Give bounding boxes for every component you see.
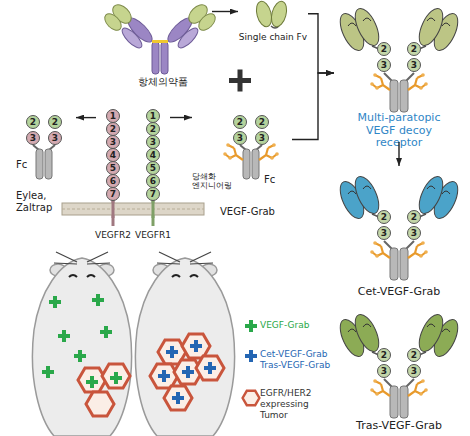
domain-number: 2: [407, 42, 421, 56]
figure-node: 항체의약품: [100, 0, 212, 92]
domain-number: 6: [146, 174, 160, 188]
domain-number: 3: [407, 226, 421, 240]
node-text: Fc: [264, 174, 288, 186]
legend-text: Cet-VEGF-Grab Tras-VEGF-Grab: [260, 349, 336, 371]
figure-node: Multi-paratopic VEGF decoy receptor: [334, 4, 464, 142]
node-text: Multi-paratopic VEGF decoy receptor: [344, 112, 454, 150]
node-text: 항체의약품: [138, 76, 212, 88]
figure-node: FcEylea, Zaltrap: [14, 112, 76, 224]
node-text: Eylea, Zaltrap: [16, 190, 74, 213]
domain-number: 2: [407, 348, 421, 362]
legend-swatch: [244, 319, 258, 333]
domain-number: 2: [255, 115, 269, 129]
domain-number: 3: [255, 131, 269, 145]
domain-number: 3: [146, 135, 160, 149]
domain-number: 2: [377, 42, 391, 56]
legend-text: EGFR/HER2 expressing Tumor: [260, 388, 336, 420]
domain-number: 6: [106, 174, 120, 188]
arrow-connector: [76, 117, 96, 118]
domain-number: 2: [48, 115, 62, 129]
domain-number: 3: [48, 131, 62, 145]
arrow-connector: [292, 73, 334, 140]
node-text: Cet-VEGF-Grab: [334, 286, 464, 299]
node-text: 당쇄화 엔지니어링: [192, 172, 240, 190]
domain-number: 4: [146, 148, 160, 162]
domain-number: 5: [106, 161, 120, 175]
arrow-connector: [398, 142, 399, 166]
domain-number: 4: [106, 148, 120, 162]
node-text: VEGF-Grab: [220, 206, 292, 218]
domain-number: 3: [377, 58, 391, 72]
legend-text: VEGF-Grab: [260, 320, 336, 331]
domain-number: 2: [407, 210, 421, 224]
arrow-connector: [308, 14, 334, 73]
domain-number: 1: [146, 109, 160, 123]
domain-number: 3: [407, 58, 421, 72]
figure-node: Cet-VEGF-Grab: [334, 166, 464, 304]
domain-number: 2: [377, 348, 391, 362]
legend-swatch: [244, 349, 258, 363]
domain-number: 7: [146, 187, 160, 201]
domain-number: 2: [377, 210, 391, 224]
domain-number: 3: [407, 364, 421, 378]
node-text: Tras-VEGF-Grab: [334, 420, 464, 433]
arrow-connector: [170, 117, 192, 118]
figure-node: Tras-VEGF-Grab: [334, 308, 464, 436]
node-text: VEGFR2: [84, 230, 142, 240]
domain-number: 2: [146, 122, 160, 136]
domain-number: 1: [106, 109, 120, 123]
domain-number: 3: [377, 226, 391, 240]
domain-number: 2: [26, 115, 40, 129]
domain-number: 3: [233, 131, 247, 145]
domain-number: 5: [146, 161, 160, 175]
arrow-connector: [212, 11, 238, 12]
domain-number: 7: [106, 187, 120, 201]
domain-number: 2: [106, 122, 120, 136]
node-text: Single chain Fv: [238, 32, 308, 42]
domain-number: 3: [106, 135, 120, 149]
domain-number: 3: [377, 364, 391, 378]
node-text: VEGFR1: [124, 230, 182, 240]
domain-number: 2: [233, 115, 247, 129]
domain-number: 3: [26, 131, 40, 145]
node-text: Fc: [16, 159, 36, 171]
figure-node: Single chain Fv: [238, 0, 308, 46]
